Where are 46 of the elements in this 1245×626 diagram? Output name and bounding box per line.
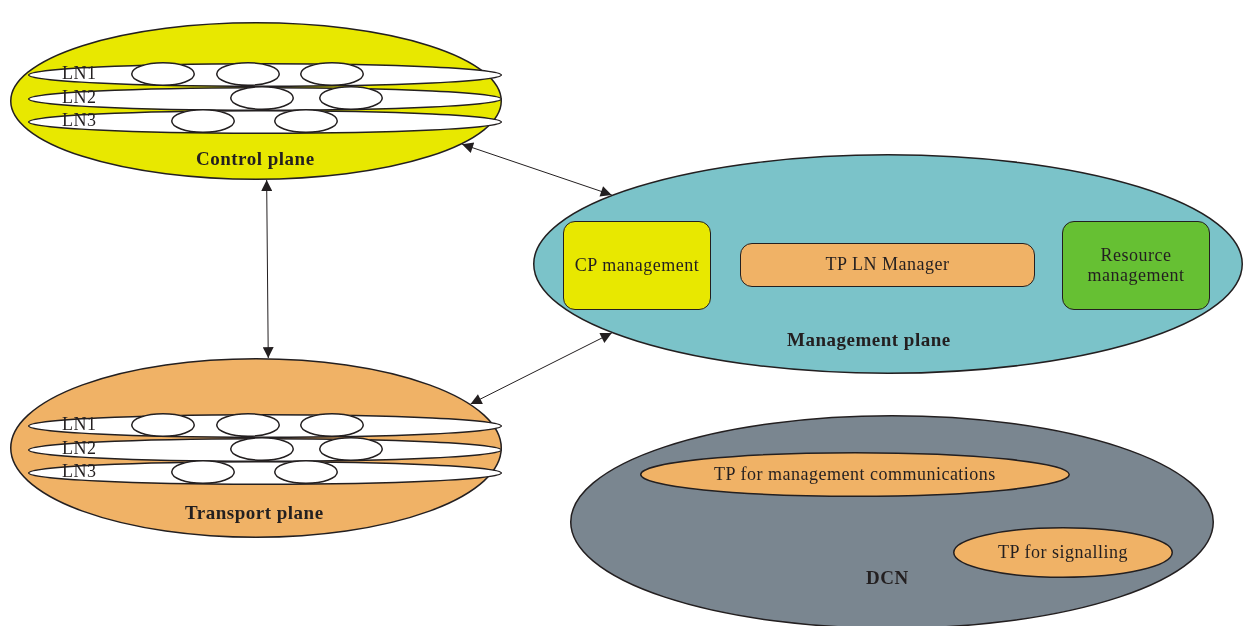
node-label: LN1	[62, 415, 97, 435]
small-ellipse	[300, 413, 364, 437]
network-band	[28, 414, 502, 438]
management-box	[563, 221, 711, 310]
small-ellipse	[131, 413, 195, 437]
small-ellipse	[171, 109, 235, 133]
small-ellipse	[274, 109, 338, 133]
small-ellipse	[171, 460, 235, 484]
double-arrow	[461, 142, 613, 197]
network-band	[28, 110, 502, 134]
small-ellipse	[131, 62, 195, 86]
plane-ellipse	[533, 154, 1243, 374]
network-band	[28, 461, 502, 485]
management-box	[1062, 221, 1210, 310]
node-label: Resource management	[1086, 245, 1186, 286]
node-label: TP LN Manager	[825, 255, 950, 275]
node-label: LN1	[62, 64, 97, 84]
network-band	[28, 438, 502, 462]
plane-ellipse	[10, 22, 502, 180]
network-band	[28, 87, 502, 111]
double-arrow	[470, 332, 613, 405]
function-ellipse	[640, 452, 1070, 497]
small-ellipse	[319, 86, 383, 110]
node-label: TP for management communications	[713, 464, 997, 485]
node-label: LN2	[62, 439, 97, 459]
node-label: LN2	[62, 88, 97, 108]
double-arrow	[261, 179, 274, 359]
node-label: LN3	[62, 111, 97, 131]
small-ellipse	[216, 413, 280, 437]
node-label: TP for signalling	[997, 542, 1129, 563]
plane-title: Control plane	[196, 149, 315, 170]
plane-title: Transport plane	[185, 503, 324, 524]
node-label: CP management	[574, 255, 700, 276]
network-band	[28, 63, 502, 87]
management-box	[740, 243, 1035, 287]
small-ellipse	[216, 62, 280, 86]
plane-ellipse	[10, 358, 502, 538]
node-label: LN3	[62, 462, 97, 482]
small-ellipse	[300, 62, 364, 86]
small-ellipse	[274, 460, 338, 484]
function-ellipse	[953, 527, 1173, 578]
plane-title: Management plane	[787, 330, 951, 351]
small-ellipse	[230, 437, 294, 461]
small-ellipse	[319, 437, 383, 461]
plane-title: DCN	[866, 568, 909, 589]
small-ellipse	[230, 86, 294, 110]
